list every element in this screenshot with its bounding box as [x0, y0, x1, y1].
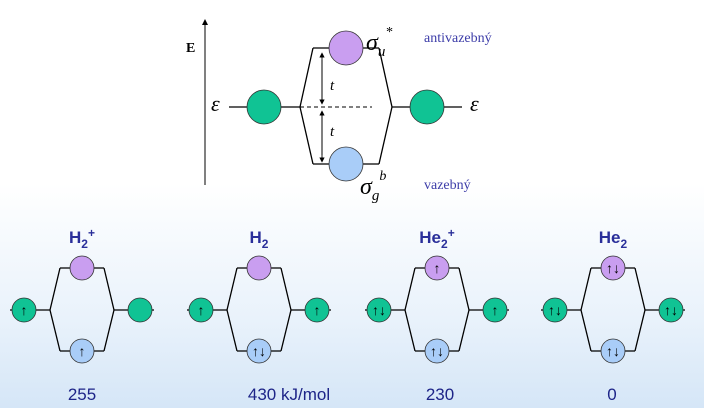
- splitting-t-lower: t: [330, 124, 335, 140]
- right-to-bonding-line: [458, 309, 470, 352]
- bond-energy-label: 0: [607, 385, 616, 404]
- bonding-orbital: [424, 338, 450, 364]
- epsilon-left-label: ε: [211, 91, 220, 116]
- molecule-title: He2+: [419, 226, 454, 251]
- right-atomic-orbital: [482, 297, 508, 323]
- right-atomic-orbital-electrons: ↑: [492, 302, 499, 318]
- left-to-antibonding-line: [226, 267, 238, 311]
- right-to-bonding-line: [103, 309, 115, 352]
- molecule-diagram: H2+ ↑ ↑ 255: [10, 226, 154, 404]
- left-to-bonding-line: [226, 309, 238, 352]
- left-to-bonding-line: [299, 106, 314, 165]
- antibonding-label: antivazebný: [424, 31, 492, 46]
- left-atomic-orbital-electrons: ↑↓: [548, 302, 562, 318]
- bonding-orbital-electrons: ↑↓: [252, 343, 266, 359]
- bonding-symbol: σgb: [360, 169, 386, 204]
- left-atomic-orbital-electrons: ↑↓: [372, 302, 386, 318]
- right-atomic-orbital-electrons: ↑↓: [664, 302, 678, 318]
- right-to-bonding-line: [634, 309, 646, 352]
- antibonding-orbital-electrons: ↑: [434, 260, 441, 276]
- antibonding-symbol: σu*: [366, 25, 392, 60]
- antibonding-orbital: [424, 255, 450, 281]
- bonding-orbital: [328, 146, 364, 182]
- molecule-diagram: H2 ↑ ↑ ↑↓ 430 kJ/mol: [187, 228, 331, 404]
- bond-energy-label: 430 kJ/mol: [248, 385, 330, 404]
- left-atomic-orbital: [188, 297, 214, 323]
- bonding-orbital-electrons: ↑: [79, 343, 86, 359]
- bonding-orbital-electrons: ↑↓: [606, 343, 620, 359]
- splitting-t-upper: t: [330, 78, 335, 94]
- bonding-orbital: [69, 338, 95, 364]
- antibonding-orbital: [246, 255, 272, 281]
- right-atomic-orbital: [127, 297, 153, 323]
- left-atomic-orbital: [11, 297, 37, 323]
- molecule-diagram: He2+ ↑↓ ↑ ↑ ↑↓ 230: [365, 226, 509, 404]
- bonding-orbital: [246, 338, 272, 364]
- antibonding-orbital: [600, 255, 626, 281]
- molecule-title: H2+: [69, 226, 95, 251]
- left-atomic-orbital-electrons: ↑: [198, 302, 205, 318]
- bond-energy-label: 230: [426, 385, 454, 404]
- antibonding-orbital-electrons: ↑↓: [606, 260, 620, 276]
- molecule-title: He2: [599, 228, 628, 251]
- left-to-antibonding-line: [404, 267, 416, 311]
- right-atomic-orbital: [658, 297, 684, 323]
- molecule-diagram: He2 ↑↓ ↑↓ ↑↓ ↑↓ 0: [541, 228, 685, 404]
- left-atomic-orbital-electrons: ↑: [21, 302, 28, 318]
- right-to-antibonding-line: [280, 267, 292, 311]
- left-to-bonding-line: [49, 309, 61, 352]
- antibonding-orbital: [69, 255, 95, 281]
- energy-axis-label: E: [186, 41, 195, 56]
- right-to-bonding-line: [280, 309, 292, 352]
- right-to-antibonding-line: [378, 47, 393, 108]
- right-to-antibonding-line: [634, 267, 646, 311]
- left-to-antibonding-line: [49, 267, 61, 311]
- left-atomic-orbital: [542, 297, 568, 323]
- bond-energy-label: 255: [68, 385, 96, 404]
- left-to-bonding-line: [404, 309, 416, 352]
- right-to-antibonding-line: [103, 267, 115, 311]
- molecule-title: H2: [250, 228, 269, 251]
- bonding-label: vazebný: [424, 178, 471, 193]
- bonding-orbital-electrons: ↑↓: [430, 343, 444, 359]
- right-atomic-orbital: [304, 297, 330, 323]
- right-to-antibonding-line: [458, 267, 470, 311]
- left-atomic-orbital: [366, 297, 392, 323]
- bonding-orbital: [600, 338, 626, 364]
- right-atomic-orbital: [409, 89, 445, 125]
- left-to-antibonding-line: [580, 267, 592, 311]
- epsilon-right-label: ε: [470, 91, 479, 116]
- generic-mo-diagram: E ε ε t t σu* antivazebný: [186, 19, 492, 204]
- antibonding-orbital: [328, 30, 364, 66]
- left-to-antibonding-line: [299, 47, 314, 108]
- left-to-bonding-line: [580, 309, 592, 352]
- right-atomic-orbital-electrons: ↑: [314, 302, 321, 318]
- left-atomic-orbital: [246, 89, 282, 125]
- right-to-bonding-line: [378, 106, 393, 165]
